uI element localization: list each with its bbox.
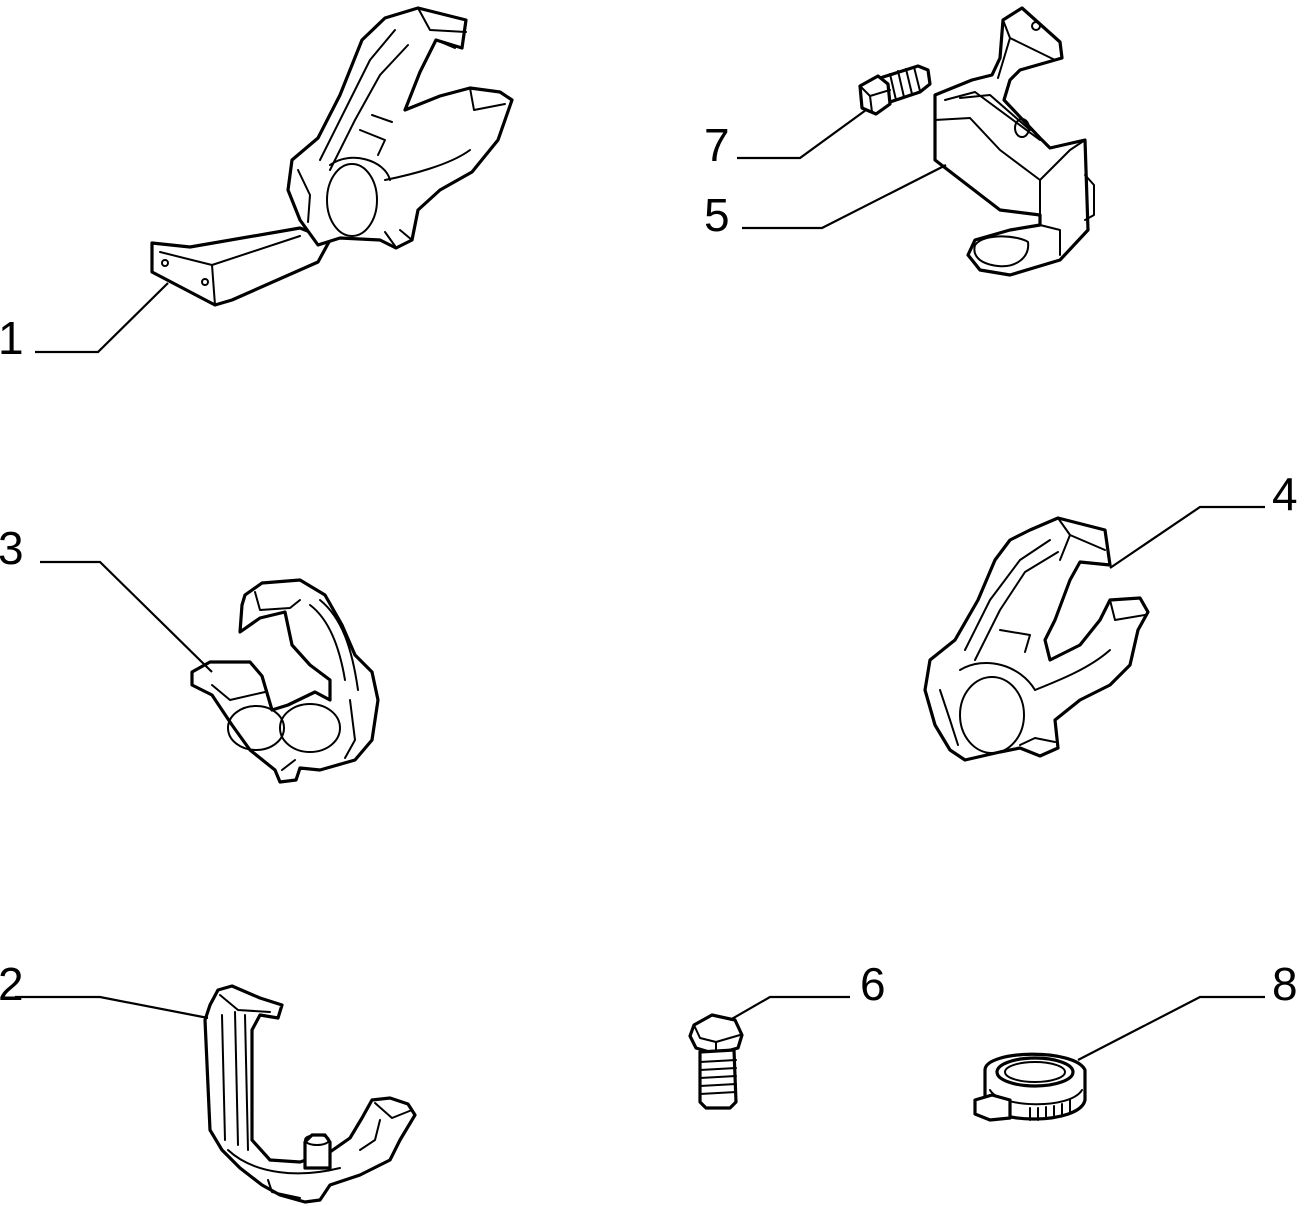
callout-6: 6 — [860, 958, 886, 1010]
callout-4: 4 — [1272, 468, 1298, 520]
callout-3: 3 — [0, 522, 24, 574]
part-4-double-clip — [923, 516, 1150, 762]
part-1-bracket-clip — [150, 6, 514, 307]
part-7-screw — [858, 64, 932, 116]
part-8-hose-clamp — [973, 1052, 1087, 1122]
callout-7: 7 — [704, 119, 730, 171]
callout-2: 2 — [0, 958, 24, 1010]
part-2-strap-clip — [203, 984, 417, 1204]
callout-8: 8 — [1272, 958, 1298, 1010]
callout-5: 5 — [704, 189, 730, 241]
callout-numbers: 1 2 3 4 5 6 7 8 — [0, 119, 1298, 1010]
part-6-bolt — [688, 1013, 744, 1110]
leader-lines — [15, 109, 1265, 1061]
part-3-double-clip — [190, 578, 380, 784]
callout-1: 1 — [0, 312, 24, 364]
part-5-bent-bracket — [933, 6, 1095, 277]
